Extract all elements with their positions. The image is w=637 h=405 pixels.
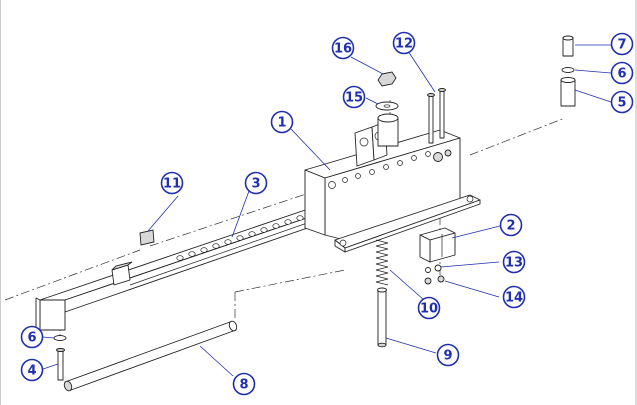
svg-text:13: 13 <box>505 256 523 271</box>
callout-13: 13 <box>502 250 526 274</box>
callout-16: 16 <box>331 36 355 60</box>
callout-6-upper: 6 <box>610 61 634 85</box>
svg-text:6: 6 <box>617 67 626 82</box>
part-8-rod <box>63 320 238 392</box>
nut-left <box>424 277 432 285</box>
svg-text:12: 12 <box>395 37 413 52</box>
callout-7: 7 <box>610 32 634 56</box>
callout-15: 15 <box>342 85 366 109</box>
part-6-washer-lower <box>53 335 67 341</box>
callout-9: 9 <box>436 343 460 367</box>
svg-text:16: 16 <box>334 42 352 57</box>
svg-text:14: 14 <box>505 291 523 306</box>
part-1-housing <box>304 113 481 253</box>
callout-3: 3 <box>244 171 268 195</box>
callout-8: 8 <box>232 372 256 396</box>
callout-2: 2 <box>499 213 523 237</box>
part-16-nut <box>377 71 397 87</box>
callout-10: 10 <box>417 296 441 320</box>
part-11-plate <box>139 229 155 246</box>
svg-text:1: 1 <box>277 116 286 131</box>
part-6-washer-upper <box>561 67 575 73</box>
leader-lines <box>42 44 612 377</box>
part-5-spacer <box>560 77 576 107</box>
svg-text:2: 2 <box>506 219 515 234</box>
part-3-slotted-bar <box>35 204 346 331</box>
part-14-nut <box>437 275 445 283</box>
svg-text:9: 9 <box>443 349 452 364</box>
part-12-screws <box>427 88 446 144</box>
svg-text:8: 8 <box>239 378 248 393</box>
svg-text:4: 4 <box>27 364 36 379</box>
part-10-spring <box>375 239 389 286</box>
part-4-bolt <box>56 348 65 381</box>
callout-11: 11 <box>160 171 184 195</box>
callout-4: 4 <box>20 358 44 382</box>
svg-text:5: 5 <box>617 96 626 111</box>
svg-text:15: 15 <box>345 91 363 106</box>
callout-6-lower: 6 <box>20 325 44 349</box>
callout-5: 5 <box>610 90 634 114</box>
part-7-bolt <box>562 35 574 57</box>
svg-text:6: 6 <box>27 331 36 346</box>
svg-text:11: 11 <box>163 177 181 192</box>
svg-text:3: 3 <box>251 177 260 192</box>
part-9-pin <box>377 287 387 348</box>
part-2-block <box>419 227 456 263</box>
svg-text:10: 10 <box>420 302 438 317</box>
callout-14: 14 <box>502 285 526 309</box>
washer-left <box>425 267 431 273</box>
svg-text:7: 7 <box>617 38 626 53</box>
callout-12: 12 <box>392 31 416 55</box>
part-13-washer <box>434 264 442 272</box>
callout-1: 1 <box>270 110 294 134</box>
